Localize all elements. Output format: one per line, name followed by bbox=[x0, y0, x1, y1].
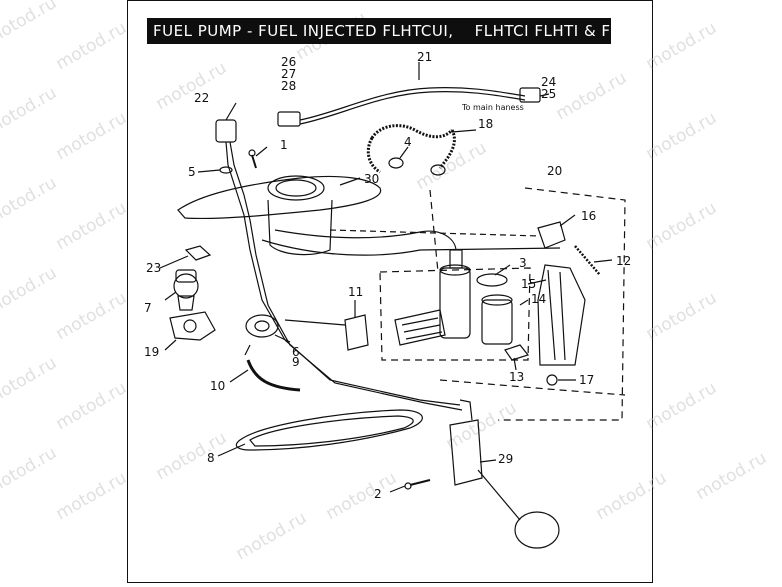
callout-14: 14 bbox=[531, 292, 546, 306]
screw-2 bbox=[409, 479, 431, 486]
callout-6: 6 bbox=[292, 345, 300, 359]
callout-2: 2 bbox=[374, 487, 382, 501]
valve-body-19 bbox=[169, 311, 216, 341]
watermark: motod.ru bbox=[0, 0, 60, 49]
watermark: motod.ru bbox=[53, 108, 131, 164]
callout-20: 20 bbox=[547, 164, 562, 178]
watermark: motod.ru bbox=[0, 263, 60, 319]
pump-sleeve bbox=[481, 299, 513, 345]
watermark: motod.ru bbox=[53, 18, 131, 74]
diagram-title: FUEL PUMP - FUEL INJECTED FLHTCUI, FLHTC… bbox=[147, 18, 650, 44]
callout-5: 5 bbox=[188, 165, 196, 179]
callout-4: 4 bbox=[404, 135, 412, 149]
callout-30: 30 bbox=[364, 172, 379, 186]
watermark: motod.ru bbox=[153, 58, 231, 114]
reservoir-15 bbox=[537, 264, 586, 366]
callout-9: 9 bbox=[292, 355, 300, 369]
harness-note: To main haness bbox=[461, 103, 524, 112]
callout-21: 21 bbox=[417, 50, 432, 64]
watermark: motod.ru bbox=[0, 83, 60, 139]
watermark: motod.ru bbox=[443, 398, 521, 454]
callout-8: 8 bbox=[207, 451, 215, 465]
filter-sock bbox=[394, 309, 446, 346]
callout-18: 18 bbox=[478, 117, 493, 131]
connector-24-25 bbox=[519, 87, 541, 103]
watermark: motod.ru bbox=[0, 173, 60, 229]
cable-10 bbox=[246, 359, 301, 392]
callout-28: 28 bbox=[281, 79, 296, 93]
callout-3: 3 bbox=[519, 256, 527, 270]
callout-7: 7 bbox=[144, 301, 152, 315]
watermark-layer: motod.ru motod.ru motod.ru motod.ru moto… bbox=[0, 0, 770, 564]
wire-harness bbox=[299, 87, 526, 121]
watermark: motod.ru bbox=[53, 198, 131, 254]
watermark: motod.ru bbox=[643, 108, 721, 164]
watermark: motod.ru bbox=[323, 468, 401, 524]
callout-25: 25 bbox=[541, 87, 556, 101]
callout-15: 15 bbox=[521, 277, 536, 291]
callout-1: 1 bbox=[280, 138, 288, 152]
nut-17 bbox=[546, 374, 558, 386]
damper-6 bbox=[245, 314, 279, 338]
connector-22 bbox=[215, 119, 237, 143]
callout-29: 29 bbox=[498, 452, 513, 466]
watermark: motod.ru bbox=[553, 68, 631, 124]
screw-1 bbox=[251, 154, 257, 169]
regulator-7 bbox=[173, 273, 199, 299]
watermark: motod.ru bbox=[693, 448, 771, 504]
corrugated-hose-18 bbox=[370, 124, 454, 139]
gasket-8 bbox=[235, 409, 423, 451]
watermark: motod.ru bbox=[53, 288, 131, 344]
callout-23: 23 bbox=[146, 261, 161, 275]
fuel-pump-14 bbox=[439, 267, 471, 339]
watermark: motod.ru bbox=[593, 468, 671, 524]
connector-26-28 bbox=[277, 111, 301, 127]
callout-labels: 1 2 3 4 5 6 7 8 9 10 11 12 13 14 15 16 1… bbox=[144, 50, 631, 501]
callout-17: 17 bbox=[579, 373, 594, 387]
watermark: motod.ru bbox=[53, 378, 131, 434]
clip-3 bbox=[476, 273, 508, 287]
clamp-4 bbox=[388, 157, 404, 169]
sender-29 bbox=[449, 419, 483, 486]
callout-16: 16 bbox=[581, 209, 596, 223]
watermark: motod.ru bbox=[53, 468, 131, 524]
clip-23 bbox=[184, 245, 212, 261]
callout-11: 11 bbox=[348, 285, 363, 299]
group-20-outline bbox=[498, 187, 626, 421]
check-valve-13 bbox=[504, 344, 530, 361]
watermark: motod.ru bbox=[643, 198, 721, 254]
watermark: motod.ru bbox=[0, 353, 60, 409]
spring-12 bbox=[574, 245, 601, 276]
watermark: motod.ru bbox=[643, 18, 721, 74]
watermark: motod.ru bbox=[643, 378, 721, 434]
callout-24: 24 bbox=[541, 75, 556, 89]
watermark: motod.ru bbox=[413, 138, 491, 194]
callout-13: 13 bbox=[509, 370, 524, 384]
watermark: motod.ru bbox=[0, 443, 60, 499]
pump-group-outline bbox=[379, 267, 531, 361]
bracket-11 bbox=[344, 314, 369, 351]
watermark: motod.ru bbox=[643, 288, 721, 344]
watermark: motod.ru bbox=[233, 508, 311, 564]
callout-10: 10 bbox=[210, 379, 225, 393]
bracket-16 bbox=[537, 221, 566, 249]
callout-26: 26 bbox=[281, 55, 296, 69]
flange-plate-30 bbox=[177, 175, 382, 220]
parts-drawing bbox=[159, 62, 626, 549]
callout-22: 22 bbox=[194, 91, 209, 105]
callout-27: 27 bbox=[281, 67, 296, 81]
float bbox=[514, 511, 560, 549]
callout-19: 19 bbox=[144, 345, 159, 359]
callout-12: 12 bbox=[616, 254, 631, 268]
